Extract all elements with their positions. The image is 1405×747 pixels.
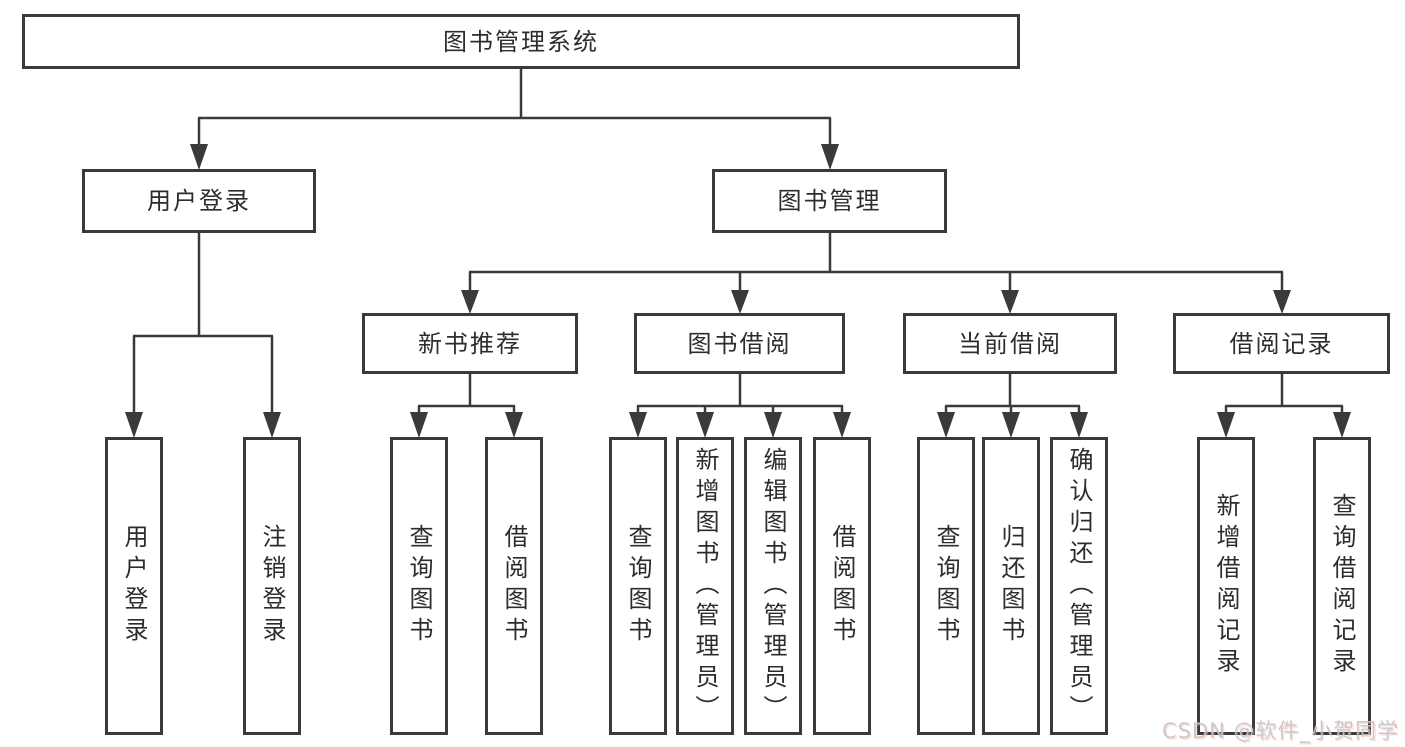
leaf-confirm-return-admin: 确认归还（管理员） bbox=[1050, 437, 1108, 735]
leaf-logout: 注销登录 bbox=[243, 437, 301, 735]
node-library-management-system: 图书管理系统 bbox=[22, 14, 1020, 69]
connector-arrowhead bbox=[629, 412, 647, 438]
connector-arrowhead bbox=[125, 412, 143, 438]
connector-arrowhead bbox=[833, 412, 851, 438]
connector-arrowhead bbox=[1273, 290, 1291, 314]
csdn-watermark: CSDN @软件_小贺同学 bbox=[1161, 719, 1399, 743]
leaf-add-borrow-record: 新增借阅记录 bbox=[1197, 437, 1255, 735]
branch-book-management bbox=[461, 232, 1291, 314]
connector-arrowhead bbox=[410, 412, 428, 438]
leaf-query-books-recommend: 查询图书 bbox=[390, 437, 448, 735]
leaf-query-books-borrow: 查询图书 bbox=[609, 437, 667, 735]
connector-arrowhead bbox=[696, 412, 714, 438]
connector-arrowhead bbox=[1001, 290, 1019, 314]
leaf-borrow-books-recommend: 借阅图书 bbox=[485, 437, 543, 735]
connector-arrowhead bbox=[190, 144, 208, 170]
connector-arrowhead bbox=[1002, 412, 1020, 438]
leaf-query-books-current: 查询图书 bbox=[917, 437, 975, 735]
branch-new-book-recommend bbox=[410, 374, 523, 438]
node-book-management: 图书管理 bbox=[712, 169, 947, 233]
leaf-add-books-admin: 新增图书（管理员） bbox=[676, 437, 734, 735]
node-new-book-recommend: 新书推荐 bbox=[362, 313, 578, 374]
connector-arrowhead bbox=[1333, 412, 1351, 438]
leaf-edit-books-admin: 编辑图书（管理员） bbox=[744, 437, 802, 735]
branch-root-to-level2 bbox=[190, 68, 839, 170]
connector-arrowhead bbox=[461, 290, 479, 314]
node-borrow-records: 借阅记录 bbox=[1173, 313, 1390, 374]
connector-arrowhead bbox=[731, 290, 749, 314]
node-current-borrow: 当前借阅 bbox=[903, 313, 1117, 374]
branch-user-login bbox=[125, 232, 281, 438]
connector-arrowhead bbox=[764, 412, 782, 438]
leaf-user-login: 用户登录 bbox=[105, 437, 163, 735]
connector-arrowhead bbox=[263, 412, 281, 438]
connector-arrowhead bbox=[1070, 412, 1088, 438]
branch-current-borrow bbox=[937, 374, 1088, 438]
connector-arrowhead bbox=[937, 412, 955, 438]
node-book-borrow: 图书借阅 bbox=[634, 313, 845, 374]
connector-arrowhead bbox=[505, 412, 523, 438]
branch-book-borrow bbox=[629, 374, 851, 438]
leaf-return-books: 归还图书 bbox=[982, 437, 1040, 735]
leaf-borrow-books: 借阅图书 bbox=[813, 437, 871, 735]
branch-borrow-records bbox=[1217, 374, 1351, 438]
connector-arrowhead bbox=[1217, 412, 1235, 438]
connector-arrowhead bbox=[821, 144, 839, 170]
node-user-login: 用户登录 bbox=[82, 169, 316, 233]
leaf-query-borrow-record: 查询借阅记录 bbox=[1313, 437, 1371, 735]
